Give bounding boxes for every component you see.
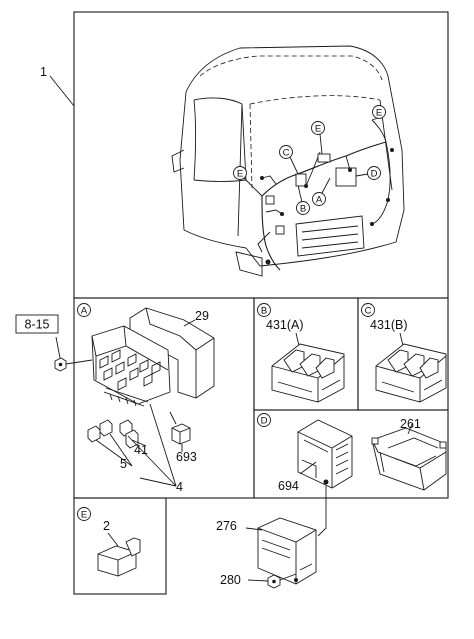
callout-1-label: 1 <box>40 65 47 79</box>
cab-marker-c: C <box>279 145 299 175</box>
svg-text:B: B <box>261 306 267 317</box>
cab-marker-d: D <box>355 166 381 180</box>
callout-261: 261 <box>400 417 421 431</box>
svg-text:D: D <box>371 169 378 180</box>
relay-part <box>169 411 191 445</box>
svg-text:E: E <box>81 510 87 521</box>
leader-d-to-ecu <box>317 486 327 537</box>
callout-693: 693 <box>176 450 197 464</box>
cab-marker-b: B <box>296 193 310 215</box>
cab-marker-e-left: E <box>233 166 263 197</box>
panel-c-marker: C <box>361 303 375 317</box>
callout-276: 276 <box>216 519 237 533</box>
panel-a: A <box>15 303 215 494</box>
relay-e-part <box>97 537 141 577</box>
callout-694: 694 <box>278 479 299 493</box>
panel-b: B 431(A) <box>257 303 345 403</box>
ecu-part <box>257 517 317 585</box>
callout-431a: 431(A) <box>266 318 304 332</box>
nut-part <box>54 336 93 372</box>
callout-41: 41 <box>134 443 148 457</box>
svg-text:C: C <box>283 148 290 159</box>
panel-a-marker: A <box>77 303 91 317</box>
panel-c: C 431(B) <box>361 303 447 403</box>
panel-d-marker: D <box>257 413 271 427</box>
relay-block-a <box>271 343 345 403</box>
callout-4: 4 <box>176 480 183 494</box>
callout-29: 29 <box>195 309 209 323</box>
ecu-cover-part <box>371 427 447 491</box>
svg-text:E: E <box>237 169 243 180</box>
svg-text:D: D <box>261 416 268 427</box>
bracket-part <box>297 419 353 489</box>
cab-illustration <box>171 45 405 277</box>
callout-5: 5 <box>120 457 127 471</box>
fuse-box <box>91 325 171 407</box>
panel-b-marker: B <box>257 303 271 317</box>
callout-8-15-label: 8-15 <box>24 318 49 332</box>
cab-marker-a: A <box>312 177 331 206</box>
cab-marker-e-right: E <box>371 105 386 121</box>
svg-text:E: E <box>376 108 382 119</box>
screw-part <box>267 573 297 589</box>
callout-8-15: 8-15 <box>15 314 59 334</box>
svg-text:A: A <box>81 306 88 317</box>
panel-a-leaders <box>95 319 196 487</box>
svg-text:B: B <box>300 204 306 215</box>
panel-frames <box>73 11 449 595</box>
fuse-small-parts <box>87 419 139 449</box>
svg-text:A: A <box>316 195 323 206</box>
panel-d: D 694 261 <box>257 413 447 493</box>
callout-1: 1 <box>40 65 75 107</box>
callout-2: 2 <box>103 519 110 533</box>
svg-text:C: C <box>365 306 372 317</box>
relay-block-b <box>375 343 447 403</box>
cab-view-markers: E C E E B A D <box>233 105 386 215</box>
callout-280: 280 <box>220 573 241 587</box>
svg-text:E: E <box>315 124 321 135</box>
cab-marker-e-mid: E <box>311 121 325 155</box>
panel-e-marker: E <box>77 507 91 521</box>
panel-e: E 2 <box>77 507 141 577</box>
cover-part <box>129 307 215 399</box>
callout-431b: 431(B) <box>370 318 408 332</box>
